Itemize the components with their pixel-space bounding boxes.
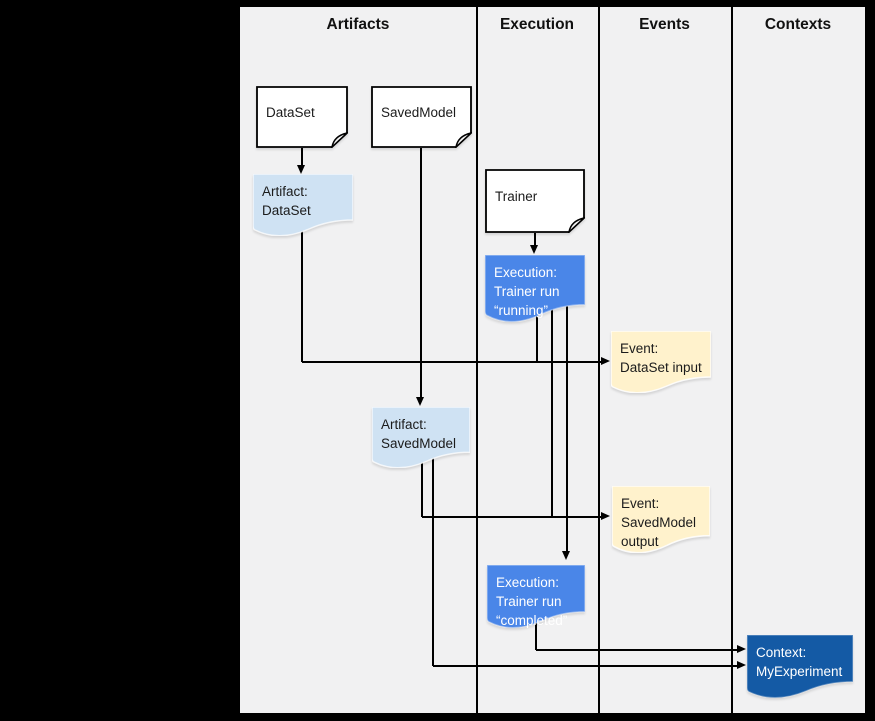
label-line: Execution: [494,265,558,280]
node-artifact-dataset: Artifact: DataSet [253,174,353,236]
connector-running-to-event-input [536,305,538,362]
connector-savedmodel-to-artifact [420,148,422,398]
connector-running-to-event-output [551,305,553,517]
connector-artifactsavedmodel-down-2 [432,450,434,666]
node-label: Event: DataSet input [611,331,711,377]
label-line: Event: [621,496,660,511]
folded-page-shape [371,86,472,148]
column-divider [731,7,733,713]
node-label: Execution: Trainer run “completed” [487,565,585,630]
node-label: Event: SavedModel output [612,486,710,551]
connector-artifactdataset-down [301,225,303,362]
node-label: Context: MyExperiment [747,635,853,681]
column-divider [598,7,600,713]
node-execution-completed: Execution: Trainer run “completed” [487,565,585,628]
connector-to-event-dataset-input [302,361,601,363]
label-line: SavedModel [621,515,697,530]
column-header-artifacts: Artifacts [326,16,390,33]
document-shape [487,565,585,628]
node-trainer: Trainer [485,169,585,233]
connector-to-event-savedmodel-output [422,516,601,518]
node-execution-running: Execution: Trainer run “running” [485,255,585,322]
label-line: Artifact: [262,184,308,199]
column-header-events: Events [639,16,690,33]
connector-running-to-completed [566,305,568,552]
arrowhead-into-context-lower [737,661,746,669]
arrowhead-into-context-upper [737,645,746,653]
node-context-myexperiment: Context: MyExperiment [747,635,853,698]
arrowhead-into-execution-running [530,245,538,254]
label-line: Artifact: [381,417,427,432]
label-line: output [621,534,659,549]
label-line: “completed” [496,613,568,628]
node-event-dataset-input: Event: DataSet input [611,331,711,393]
label-line: Execution: [496,575,560,590]
page-fold-icon [568,216,585,233]
label-line: Trainer run [496,594,562,609]
connector-completed-down [535,615,537,650]
connector-completed-to-context [536,649,738,651]
arrowhead-into-event-savedmodel-output [601,512,610,520]
document-shape [612,486,710,553]
page-fold-icon [455,131,472,148]
arrowhead-into-artifact-dataset [297,165,305,174]
document-shape [747,635,853,698]
node-event-savedmodel-output: Event: SavedModel output [612,486,710,553]
document-shape [372,407,470,468]
node-savedmodel: SavedModel [371,86,472,148]
label-line: Trainer run [494,284,560,299]
label-line: MyExperiment [756,664,843,679]
connector-dataset-to-artifact [301,148,303,166]
connector-artifact-to-context [433,665,738,667]
node-label: Trainer [495,188,538,204]
label-line: SavedModel [381,436,457,451]
node-dataset: DataSet [256,86,348,148]
label-line: Event: [620,341,659,356]
node-label: Artifact: DataSet [253,174,353,220]
column-divider [476,7,478,713]
node-artifact-savedmodel: Artifact: SavedModel [372,407,470,468]
node-label: SavedModel [381,104,457,120]
folded-page-shape [256,86,348,148]
label-line: DataSet input [620,360,702,375]
arrowhead-into-event-dataset-input [601,357,610,365]
document-shape [611,331,711,393]
connector-artifactsavedmodel-down-1 [421,450,423,517]
column-header-execution: Execution [499,16,575,33]
node-label: Execution: Trainer run “running” [485,255,585,320]
arrowhead-into-artifact-savedmodel [416,397,424,406]
label-line: “running” [494,303,549,318]
node-label: DataSet [266,104,315,120]
label-line: DataSet [262,203,311,218]
connector-trainer-to-execution [534,233,536,246]
folded-page-shape [485,169,585,233]
document-shape [253,174,353,236]
column-header-contexts: Contexts [764,16,832,33]
document-shape [485,255,585,322]
arrowhead-into-execution-completed [562,551,570,560]
label-line: Context: [756,645,807,660]
node-label: Artifact: SavedModel [372,407,470,453]
page-fold-icon [331,131,348,148]
